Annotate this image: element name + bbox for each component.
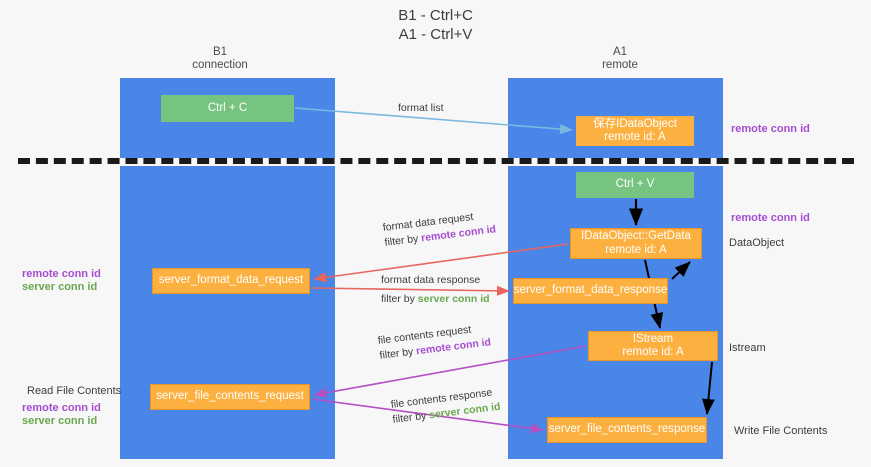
edge-label-line-2: filter by server conn id — [381, 292, 490, 307]
node-server-file-contents-request[interactable]: server_file_contents_request — [150, 384, 310, 410]
server-conn-id-ref: server conn id — [417, 293, 490, 305]
legend-remote-conn-id-text: remote conn id — [731, 123, 810, 135]
edge-label-format-data-request: format data request filter by remote con… — [382, 207, 497, 250]
lane-b1-bottom — [120, 166, 335, 459]
lane-a1-bottom — [508, 166, 723, 459]
node-ctrl-v[interactable]: Ctrl + V — [576, 172, 694, 198]
label-read-file-contents: Read File Contents — [27, 385, 122, 397]
edge-label-file-contents-response: file contents response filter by server … — [390, 385, 501, 428]
edge-label-line-1: format data response — [381, 274, 481, 286]
node-server-format-data-response[interactable]: server_format_data_response — [513, 278, 668, 304]
section-divider — [18, 158, 854, 164]
column-header-b1: B1 connection — [192, 46, 248, 71]
legend-remote-conn-id-text: remote conn id — [22, 402, 101, 414]
node-idataobject-getdata[interactable]: IDataObject::GetData remote id: A — [570, 228, 702, 259]
node-server-format-data-request[interactable]: server_format_data_request — [152, 268, 310, 294]
label-dataobject: DataObject — [729, 237, 785, 249]
legend-conn-ids-middle-left: remote conn id server conn id — [22, 268, 101, 294]
label-istream: Istream — [729, 342, 766, 354]
edge-label-format-data-response: format data response filter by server co… — [381, 273, 490, 307]
node-istream[interactable]: IStream remote id: A — [588, 331, 718, 361]
label-write-file-contents: Write File Contents — [734, 425, 828, 437]
filter-prefix: filter by — [391, 409, 430, 426]
filter-prefix: filter by — [381, 293, 418, 305]
node-server-file-contents-response[interactable]: server_file_contents_response — [547, 417, 707, 443]
legend-remote-conn-id-text: remote conn id — [22, 268, 101, 280]
node-idataobject[interactable]: 保存IDataObject remote id: A — [576, 116, 694, 146]
column-header-a1: A1 remote — [602, 46, 638, 71]
legend-server-conn-id-text: server conn id — [22, 281, 98, 293]
filter-prefix: filter by — [378, 345, 417, 362]
filter-prefix: filter by — [383, 232, 422, 249]
page-title: B1 - Ctrl+C A1 - Ctrl+V — [398, 7, 473, 43]
legend-remote-conn-id-top: remote conn id — [731, 123, 810, 136]
legend-remote-conn-id-middle: remote conn id — [731, 212, 810, 225]
legend-remote-conn-id-text: remote conn id — [731, 212, 810, 224]
edge-label-format-list: format list — [398, 102, 444, 114]
edge-label-file-contents-request: file contents request filter by remote c… — [377, 320, 492, 363]
legend-conn-ids-bottom-left: remote conn id server conn id — [22, 402, 101, 428]
node-ctrl-c[interactable]: Ctrl + C — [161, 95, 294, 122]
legend-server-conn-id-text: server conn id — [22, 415, 98, 427]
